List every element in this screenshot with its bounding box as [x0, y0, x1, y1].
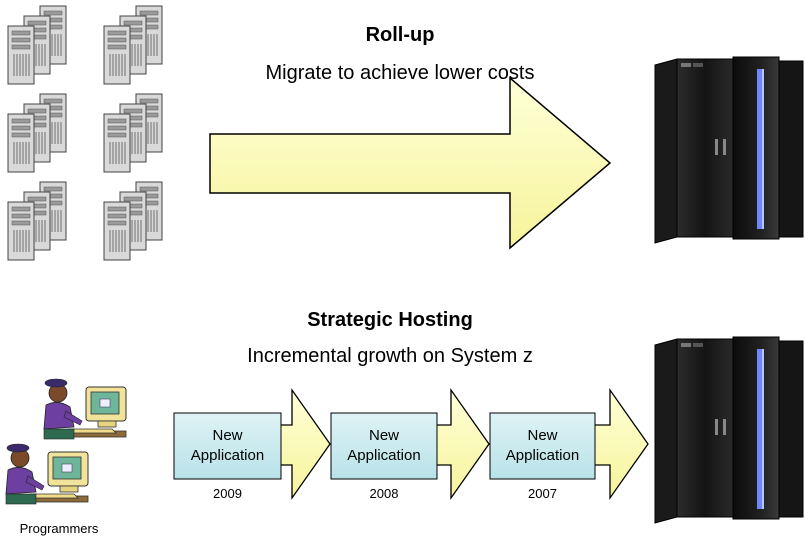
mainframe-icon-bottom — [654, 336, 804, 524]
programmer-icon-top — [43, 378, 127, 440]
app-box-3 — [489, 412, 596, 480]
programmers-label: Programmers — [19, 521, 99, 536]
mainframe-icon-top — [654, 56, 804, 244]
app-step-1-year: 2009 — [213, 486, 242, 501]
rollup-arrow — [209, 76, 612, 250]
app-step-2-label: New Application — [347, 427, 421, 464]
app-box-2 — [330, 412, 438, 480]
app-step-2-year: 2008 — [369, 486, 399, 501]
programmer-icon-bottom — [5, 443, 89, 505]
hosting-title: Strategic Hosting — [307, 309, 473, 331]
app-box-1 — [173, 412, 282, 480]
app-step-3-year: 2007 — [528, 486, 557, 501]
hosting-subtitle: Incremental growth on System z — [247, 345, 533, 367]
rollup-subtitle: Migrate to achieve lower costs — [265, 62, 535, 84]
app-step-1-label: New Application — [190, 427, 265, 464]
server-cluster-group — [8, 6, 162, 260]
app-step-3-label: New Application — [505, 427, 580, 464]
rollup-title: Roll-up — [365, 24, 435, 46]
